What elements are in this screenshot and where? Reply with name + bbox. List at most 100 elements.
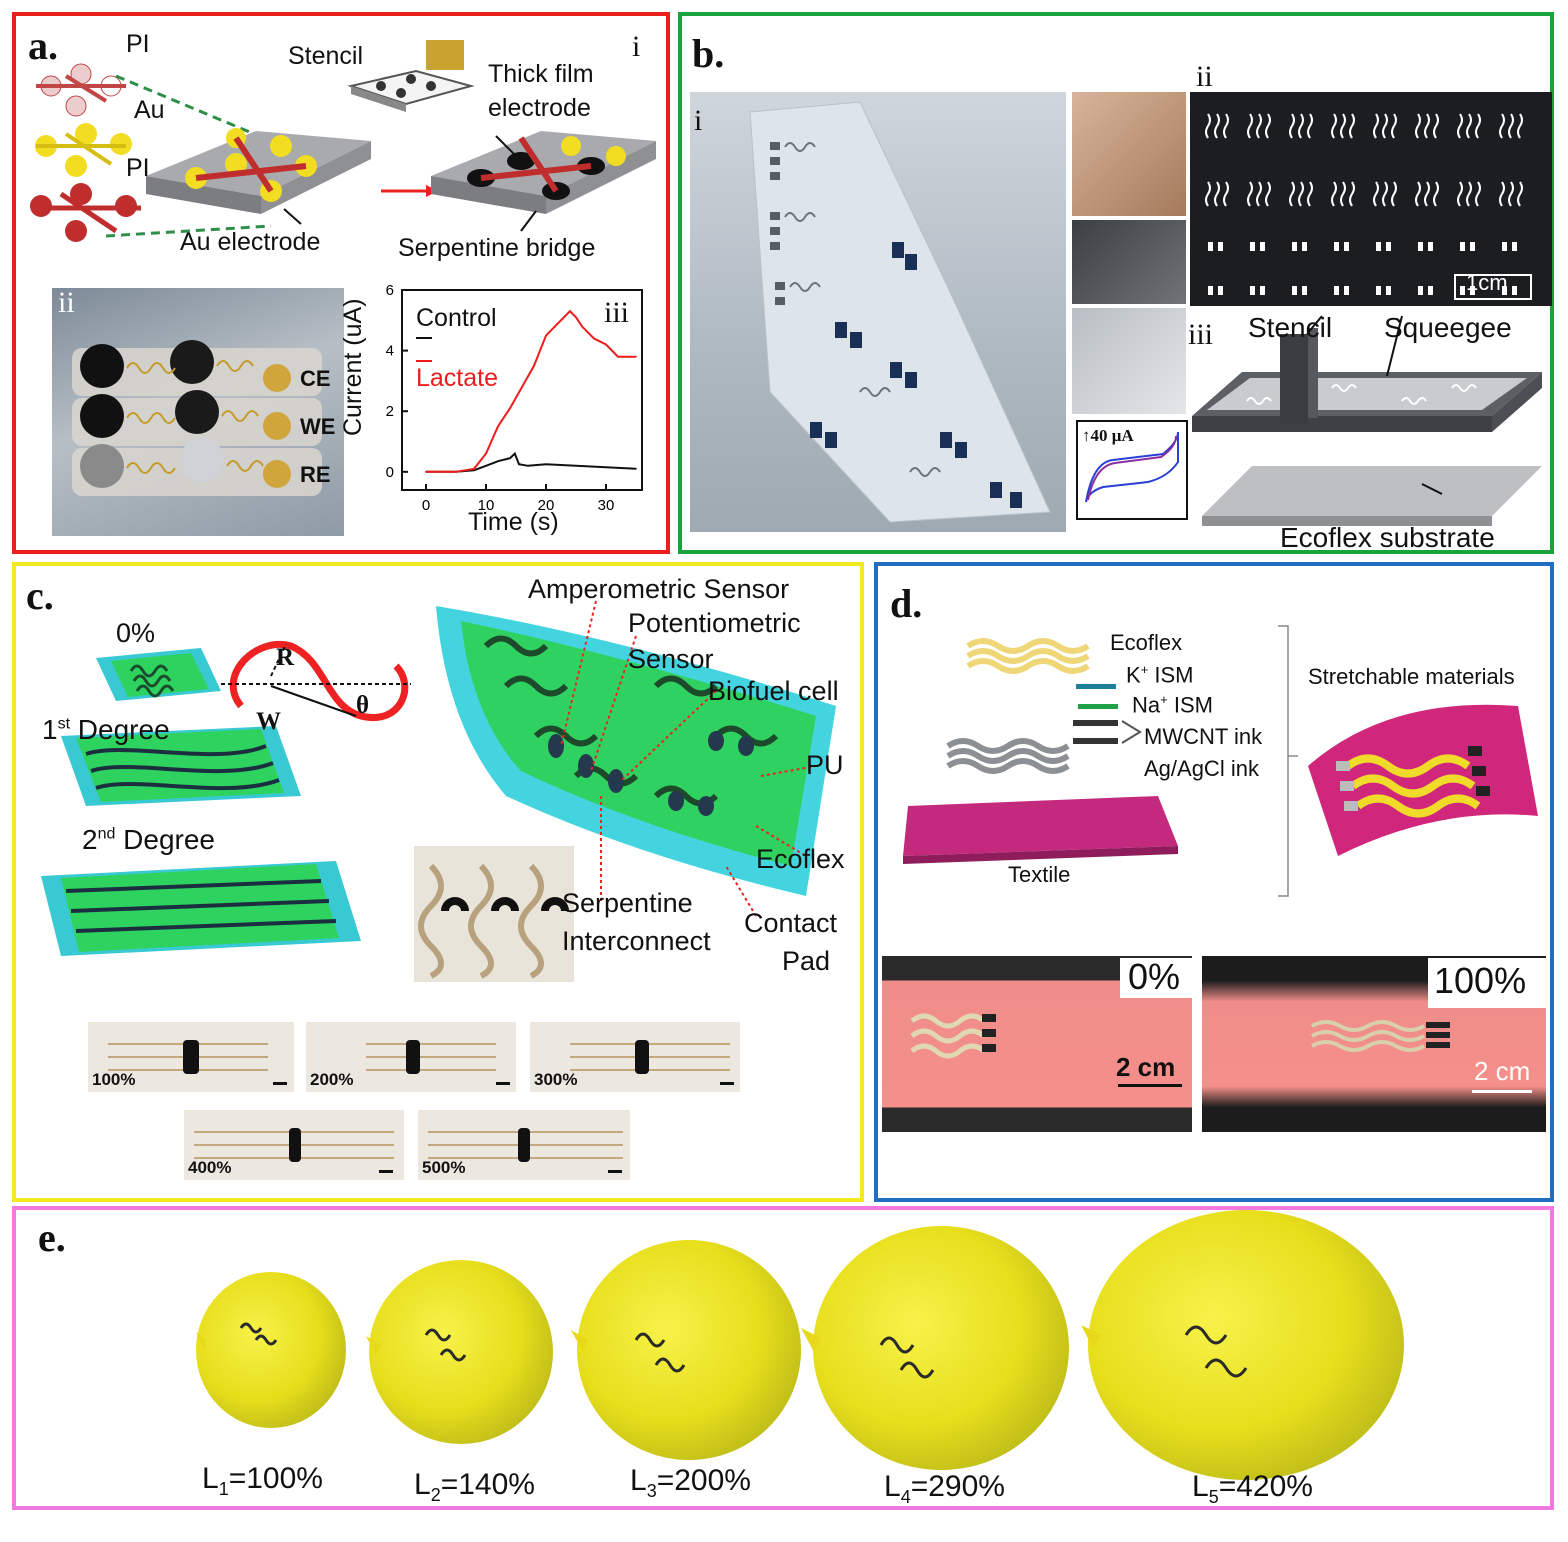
serpentine-label-2: Interconnect [562, 926, 711, 956]
printed-pad [1428, 242, 1433, 251]
printed-pad [1428, 286, 1433, 295]
printed-serpentine [1433, 181, 1439, 207]
second-degree-label: 2nd Degree [82, 824, 215, 856]
legend-control-label: Control [416, 304, 497, 332]
balloon-2-val: =140% [440, 1468, 535, 1501]
printed-serpentine [1373, 113, 1379, 139]
first-degree-sup: st [57, 715, 71, 733]
layer-stack-illustration [30, 40, 656, 242]
balloon-5-sym: L [1192, 1470, 1209, 1503]
data-point-lactate [455, 471, 457, 473]
textile-photo-stretched: 100% 2 cm [1202, 956, 1546, 1132]
printed-serpentine [1340, 181, 1346, 207]
printed-serpentine [1214, 113, 1220, 139]
balloon-4-sym: L [884, 1470, 901, 1503]
printed-serpentine [1331, 113, 1337, 139]
panel-e: e. L1=100% L2=140% L3=200% L4=290% L5=42… [12, 1206, 1554, 1510]
printed-serpentine [1214, 181, 1220, 207]
strain-photo-100: 100% [88, 1022, 294, 1092]
panel-a-sub-i: i [632, 30, 641, 63]
strain-100-label-d: 100% [1434, 960, 1527, 1001]
data-point-control [605, 466, 607, 469]
y-tick-label: 0 [386, 464, 394, 481]
data-point-control [527, 464, 529, 467]
balloon-1-sub: 1 [218, 1479, 229, 1499]
panel-e-label: e. [38, 1215, 66, 1260]
printed-pad [1260, 286, 1265, 295]
printed-serpentine [1289, 113, 1295, 139]
scale-1cm-label: 1cm [1466, 270, 1508, 295]
ce-label: CE [300, 366, 331, 391]
pi-bottom-label: PI [126, 154, 150, 182]
data-point-lactate [521, 386, 523, 388]
strain-0-label: 0% [116, 618, 156, 648]
second-degree-rest: Degree [115, 824, 215, 855]
second-degree-num: 2 [82, 824, 98, 855]
printed-serpentine [1298, 113, 1304, 139]
panel-b-sub-iii: iii [1188, 318, 1214, 351]
potentiometric-label-1: Potentiometric [628, 608, 801, 638]
data-point-control [497, 460, 499, 463]
data-point-control [514, 452, 516, 455]
data-point-lactate [485, 452, 487, 455]
printed-serpentine [1415, 113, 1421, 139]
printed-serpentine [1517, 181, 1523, 207]
x-tick-label: 10 [478, 497, 495, 514]
printed-pad [1470, 242, 1475, 251]
y-tick-label: 2 [386, 403, 394, 420]
printed-serpentine [1475, 113, 1481, 139]
printed-pad [1386, 242, 1391, 251]
ecoflex-substrate-label: Ecoflex substrate [1280, 522, 1495, 553]
balloon-5 [1081, 1210, 1404, 1480]
printed-serpentine [1517, 113, 1523, 139]
panel-a-label: a. [28, 23, 58, 68]
data-point-lactate [557, 322, 559, 325]
panel-a-sub-iii: iii [604, 296, 630, 329]
pi-bottom-layer [30, 183, 141, 242]
data-point-lactate [509, 407, 511, 409]
serpentine-label-1: Serpentine [562, 888, 693, 918]
legend-lactate-label: Lactate [416, 364, 499, 392]
printed-pad [1302, 286, 1307, 295]
squeegee-label: Squeegee [1384, 312, 1512, 343]
y-tick-label: 4 [386, 343, 394, 360]
chart-y-label: Current (uA) [339, 298, 367, 436]
x-tick-label: 0 [422, 497, 430, 514]
strain-200-label: 200% [310, 1070, 354, 1089]
printed-pad [1218, 242, 1223, 251]
first-degree-num: 1 [42, 714, 58, 745]
printed-pad [1250, 286, 1255, 295]
balloon-4 [801, 1226, 1069, 1470]
data-point-lactate [425, 471, 427, 473]
strain-photo-200: 200% [306, 1022, 516, 1092]
printed-serpentine [1289, 181, 1295, 207]
strain-photo-300: 300% [530, 1022, 740, 1092]
textile-layer-schematic [903, 625, 1538, 897]
printed-serpentine [1349, 181, 1355, 207]
data-point-control [518, 463, 520, 466]
we-label: WE [300, 414, 336, 439]
na-ism-a: Na [1132, 692, 1161, 718]
strain-300-label: 300% [534, 1070, 578, 1089]
first-degree-rest: Degree [70, 714, 170, 745]
printed-patterns-photo: ii 1cm [1190, 60, 1552, 306]
printed-pad [1460, 242, 1465, 251]
stencil-label: Stencil [288, 42, 364, 70]
data-point-control [485, 464, 487, 467]
panel-b-label: b. [692, 31, 725, 76]
printed-serpentine [1508, 181, 1514, 207]
printed-pad [1292, 242, 1297, 251]
printed-serpentine [1247, 113, 1253, 139]
x-tick-label: 30 [598, 497, 615, 514]
agcl-label: Ag/AgCl ink [1144, 756, 1259, 781]
printed-serpentine [1373, 181, 1379, 207]
contact-label-1: Contact [744, 908, 838, 938]
data-point-control [545, 463, 547, 466]
screen-printing-schematic [1192, 315, 1542, 526]
balloon-2-sub: 2 [430, 1485, 441, 1505]
data-point-lactate [497, 425, 499, 428]
balloon-1 [196, 1272, 346, 1428]
pi-top-layer [36, 63, 126, 117]
printed-serpentine [1499, 113, 1505, 139]
printed-serpentine [1223, 113, 1229, 139]
